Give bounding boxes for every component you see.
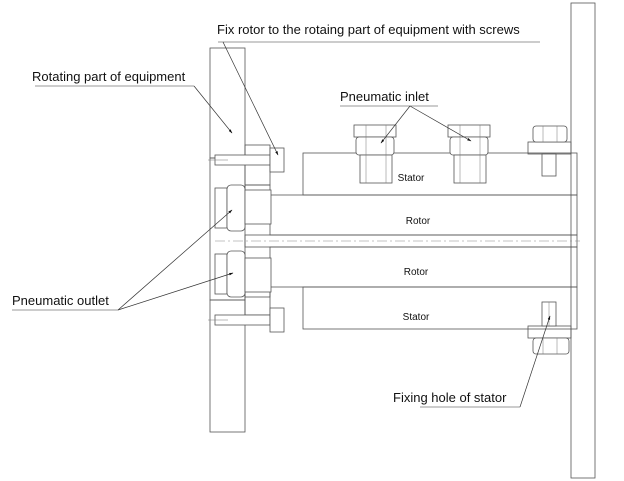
support-wall: [527, 2, 596, 479]
callout-fix-rotor: Fix rotor to the rotaing part of equipme…: [217, 22, 540, 156]
rotor-top-label: Rotor: [406, 216, 431, 227]
callout-pneumatic-outlet: Pneumatic outlet: [12, 209, 234, 311]
outlet-fitting-1: [214, 184, 272, 232]
rotor-bottom-label: Rotor: [404, 267, 429, 278]
inlet-fitting-1: [353, 124, 397, 184]
stator-fixing-bolt-top: [532, 125, 568, 177]
callout-rotating-part: Rotating part of equipment: [32, 69, 233, 134]
callout-fixing-hole: Fixing hole of stator: [393, 315, 551, 408]
center-bore: [215, 234, 580, 248]
rotor-screw-top: [208, 147, 285, 173]
stator-fixing-bolt-bottom: [532, 301, 570, 355]
inlet-fitting-2: [447, 124, 491, 184]
stator-bottom-label: Stator: [403, 312, 430, 323]
stator-top-label: Stator: [398, 173, 425, 184]
callout-pneumatic-inlet: Pneumatic inlet: [340, 89, 472, 144]
stator-bottom: Stator: [302, 286, 578, 330]
rotating-equipment-plate: [209, 47, 246, 433]
fixing-hole-label: Fixing hole of stator: [393, 390, 507, 405]
pneumatic-outlet-label: Pneumatic outlet: [12, 293, 109, 308]
stator-top: Stator: [302, 152, 578, 196]
rotor-screw-bottom: [208, 307, 285, 333]
fix-rotor-label: Fix rotor to the rotaing part of equipme…: [217, 22, 520, 37]
outlet-fitting-2: [214, 250, 272, 298]
pneumatic-inlet-label: Pneumatic inlet: [340, 89, 429, 104]
rotating-part-label: Rotating part of equipment: [32, 69, 186, 84]
